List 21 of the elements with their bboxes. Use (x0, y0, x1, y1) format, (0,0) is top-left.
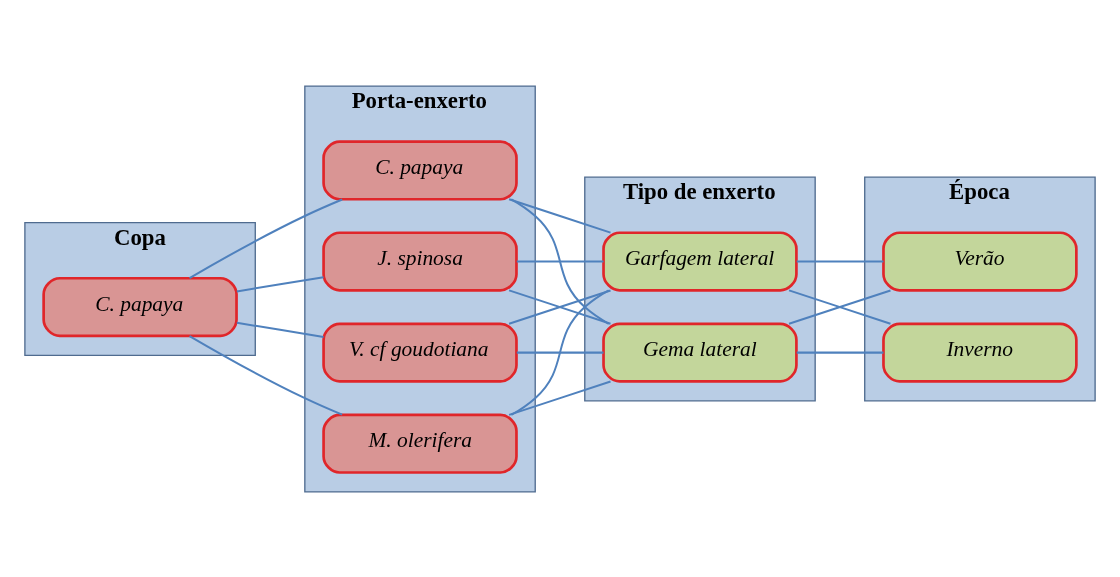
node-box: M. olerifera (322, 413, 518, 474)
connector (796, 351, 884, 354)
connector (508, 197, 611, 234)
node-box: Gema lateral (602, 322, 798, 383)
node-box: Garfagem lateral (602, 230, 798, 292)
connector (236, 275, 324, 292)
connector (236, 321, 324, 338)
connector (189, 334, 343, 416)
node-box: C. papaya (322, 139, 518, 201)
connector (510, 289, 610, 416)
connector (189, 198, 343, 279)
connector (508, 380, 611, 416)
node-box: C. papaya (42, 276, 238, 337)
connector (510, 197, 610, 325)
connector (516, 351, 604, 354)
node-box: Verão (882, 230, 1078, 292)
node-box: V. cf goudotiana (322, 322, 518, 383)
connector (516, 260, 604, 263)
node-box: Inverno (882, 322, 1078, 383)
node-box: J. spinosa (322, 230, 518, 292)
connector (796, 260, 884, 263)
